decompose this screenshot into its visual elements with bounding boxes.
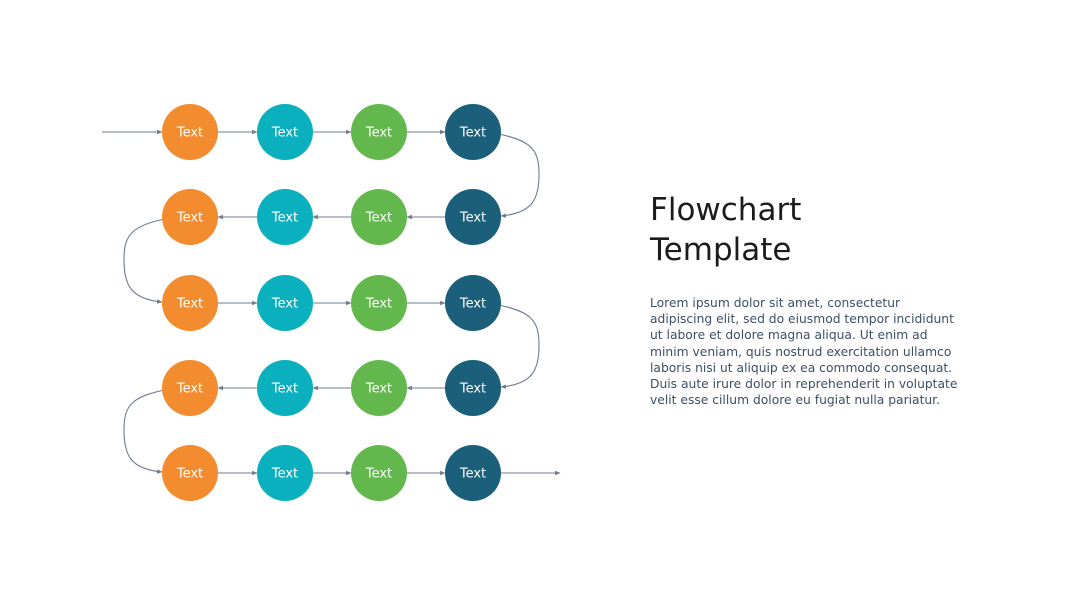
node-circle	[257, 360, 313, 416]
flow-node-r3-c0: Text	[162, 360, 218, 416]
node-circle	[162, 360, 218, 416]
node-label: Text	[176, 467, 203, 482]
turn-connector-right-2	[492, 303, 540, 389]
turn-connector-left-3	[123, 388, 171, 474]
flow-node-r1-c2: Text	[351, 189, 407, 245]
node-label: Text	[459, 126, 486, 141]
node-label: Text	[459, 211, 486, 226]
node-label: Text	[176, 126, 203, 141]
slide-title: Flowchart Template	[650, 190, 980, 270]
node-label: Text	[176, 211, 203, 226]
flow-node-r4-c3: Text	[445, 445, 501, 501]
node-circle	[162, 189, 218, 245]
node-circle	[257, 104, 313, 160]
node-label: Text	[365, 467, 392, 482]
connectors	[102, 129, 561, 476]
node-circle	[445, 445, 501, 501]
node-label: Text	[271, 126, 298, 141]
flow-node-r4-c2: Text	[351, 445, 407, 501]
node-label: Text	[459, 467, 486, 482]
flow-node-r2-c3: Text	[445, 275, 501, 331]
title-line-1: Flowchart	[650, 192, 802, 228]
node-circle	[257, 445, 313, 501]
node-label: Text	[176, 297, 203, 312]
node-circle	[162, 445, 218, 501]
node-circle	[162, 275, 218, 331]
slide-body-text: Lorem ipsum dolor sit amet, consectetur …	[650, 296, 958, 408]
node-circle	[445, 104, 501, 160]
node-circle	[351, 104, 407, 160]
node-label: Text	[459, 382, 486, 397]
node-circle	[257, 189, 313, 245]
flow-node-r4-c0: Text	[162, 445, 218, 501]
flow-node-r0-c0: Text	[162, 104, 218, 160]
flow-node-r0-c2: Text	[351, 104, 407, 160]
node-label: Text	[365, 382, 392, 397]
node-label: Text	[365, 297, 392, 312]
flow-node-r3-c3: Text	[445, 360, 501, 416]
flow-node-r0-c3: Text	[445, 104, 501, 160]
flow-node-r1-c0: Text	[162, 189, 218, 245]
flow-node-r2-c2: Text	[351, 275, 407, 331]
flow-node-r3-c1: Text	[257, 360, 313, 416]
title-line-2: Template	[650, 232, 792, 268]
node-label: Text	[271, 211, 298, 226]
node-label: Text	[271, 467, 298, 482]
node-circle	[351, 360, 407, 416]
node-circle	[351, 189, 407, 245]
node-circle	[351, 275, 407, 331]
node-label: Text	[365, 126, 392, 141]
node-circle	[445, 189, 501, 245]
node-circle	[162, 104, 218, 160]
node-circle	[257, 275, 313, 331]
node-label: Text	[176, 382, 203, 397]
node-label: Text	[271, 297, 298, 312]
flow-node-r4-c1: Text	[257, 445, 313, 501]
node-circle	[445, 275, 501, 331]
flow-node-r1-c3: Text	[445, 189, 501, 245]
flow-node-r1-c1: Text	[257, 189, 313, 245]
flow-node-r0-c1: Text	[257, 104, 313, 160]
turn-connector-right-0	[492, 132, 540, 218]
node-label: Text	[271, 382, 298, 397]
flow-node-r2-c1: Text	[257, 275, 313, 331]
node-label: Text	[459, 297, 486, 312]
turn-connector-left-1	[123, 217, 171, 304]
node-circle	[351, 445, 407, 501]
flow-node-r3-c2: Text	[351, 360, 407, 416]
node-circle	[445, 360, 501, 416]
node-label: Text	[365, 211, 392, 226]
flow-node-r2-c0: Text	[162, 275, 218, 331]
